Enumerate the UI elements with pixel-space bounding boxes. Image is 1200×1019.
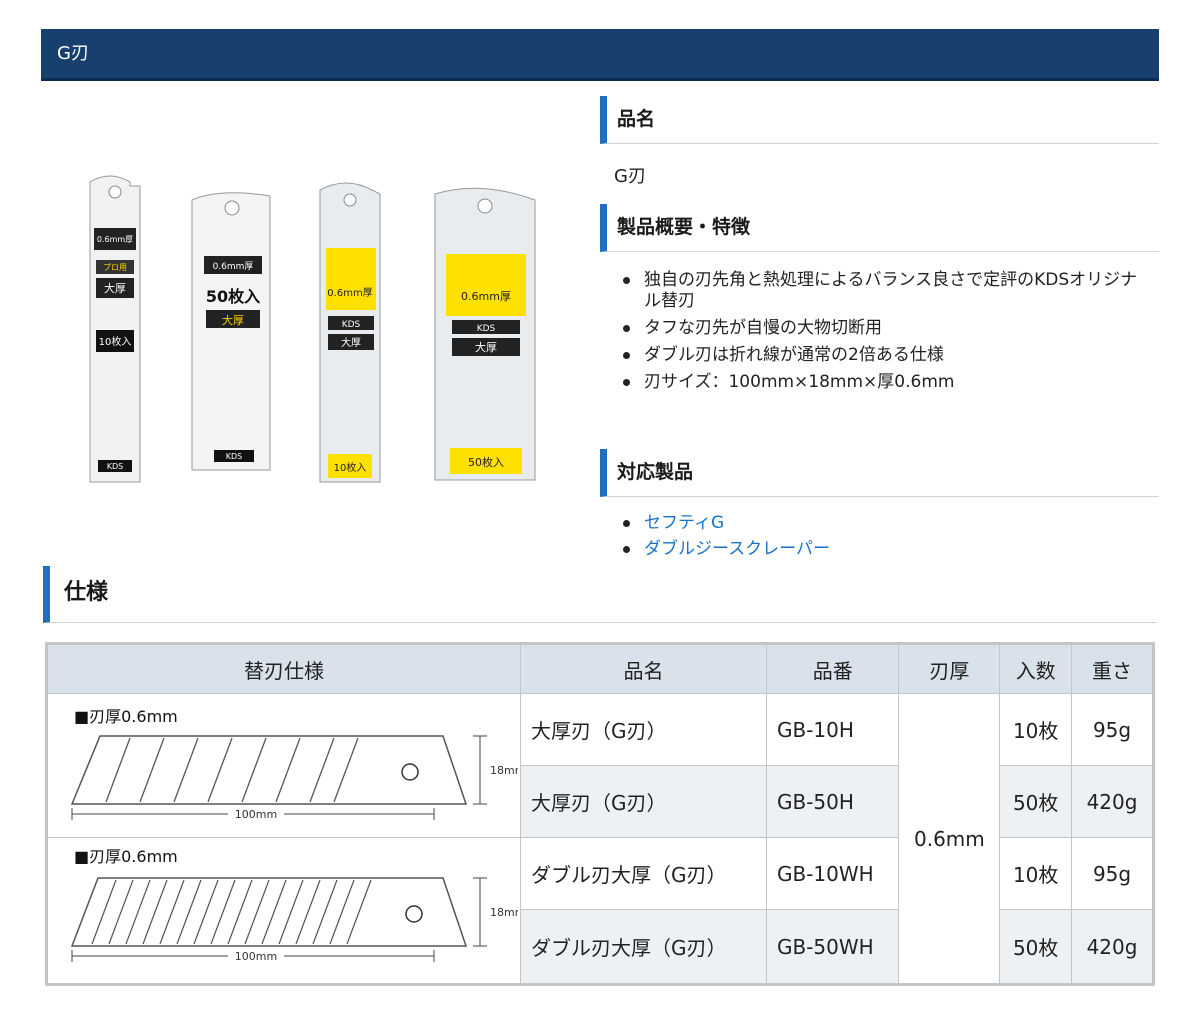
table-header-row: 替刃仕様 品名 品番 刃厚 入数 重さ xyxy=(46,643,1154,694)
compatible-link-safety-g[interactable]: セフティG xyxy=(644,513,725,533)
pack-3-top-text: 0.6mm厚 xyxy=(327,287,372,299)
pack-1-mid-text: プロ用 xyxy=(103,263,127,272)
blade-pack-2: 0.6mm厚 50枚入 大厚 KDS xyxy=(191,192,271,471)
blade-hole xyxy=(405,905,423,923)
weight-cell: 420g xyxy=(1071,909,1154,985)
list-item: セフティG xyxy=(620,513,1150,534)
product-name-cell: 大厚刃（G刃） xyxy=(519,765,767,838)
diagram-length-label: 100mm xyxy=(235,808,277,821)
column-header: 品番 xyxy=(765,643,900,694)
product-code-cell: GB-10WH xyxy=(765,836,900,911)
pack-3-mid-text: KDS xyxy=(342,320,361,330)
diagram-label: ■刃厚0.6mm xyxy=(74,707,178,726)
product-name-heading: 品名 xyxy=(600,96,1159,144)
spec-table: 替刃仕様 品名 品番 刃厚 入数 重さ ■刃厚0.6mm xyxy=(45,642,1155,986)
blade-diagram-double-cell: ■刃厚0.6mm xyxy=(46,837,525,985)
compatible-list: セフティG ダブルジースクレーパー xyxy=(620,513,1150,565)
pack-3-big-text: 大厚 xyxy=(341,336,361,349)
quantity-cell: 10枚 xyxy=(999,836,1073,911)
pack-4-mid-text: KDS xyxy=(477,324,496,334)
column-header: 品名 xyxy=(519,643,767,694)
list-item: 刃サイズ：100mm×18mm×厚0.6mm xyxy=(620,372,1150,393)
pack-2-mid-text: 50枚入 xyxy=(206,287,260,306)
pack-2-brand-text: KDS xyxy=(226,452,242,461)
list-item: ダブル刃は折れ線が通常の2倍ある仕様 xyxy=(620,345,1150,366)
compatible-heading: 対応製品 xyxy=(600,449,1159,497)
features-heading: 製品概要・特徴 xyxy=(600,204,1159,252)
blade-diagram-standard-cell: ■刃厚0.6mm 18mm xyxy=(46,693,525,838)
diagram-length-label: 100mm xyxy=(235,950,277,963)
pack-1-top-text: 0.6mm厚 xyxy=(97,235,133,244)
pack-2-big-text: 大厚 xyxy=(222,313,244,327)
quantity-cell: 10枚 xyxy=(999,693,1073,766)
column-header: 入数 xyxy=(999,643,1073,694)
product-name-cell: ダブル刃大厚（G刃） xyxy=(519,836,767,911)
column-header: 刃厚 xyxy=(898,643,1001,694)
table-row: ダブル刃大厚（G刃） GB-50WH 50枚 420g xyxy=(47,909,1154,985)
product-code-cell: GB-50H xyxy=(765,765,900,838)
product-name-cell: ダブル刃大厚（G刃） xyxy=(519,909,767,985)
list-item: 独自の刃先角と熱処理によるバランス良さで定評のKDSオリジナル替刃 xyxy=(620,270,1150,312)
weight-cell: 420g xyxy=(1071,765,1154,838)
pack-4-count-text: 50枚入 xyxy=(468,455,504,469)
diagram-height-label: 18mm xyxy=(490,764,518,777)
blade-diagram-double: ■刃厚0.6mm xyxy=(70,847,525,963)
weight-cell: 95g xyxy=(1071,836,1154,911)
product-photo: 0.6mm厚 プロ用 大厚 10枚入 KDS 0.6mm厚 50枚入 大厚 KD… xyxy=(89,175,536,483)
blade-thickness-cell: 0.6mm xyxy=(898,693,1001,985)
blade-hole xyxy=(401,763,419,781)
table-row: ■刃厚0.6mm 18mm xyxy=(46,693,1154,985)
product-code-cell: GB-10H xyxy=(765,693,900,766)
pack-3-count-text: 10枚入 xyxy=(334,461,367,474)
quantity-cell: 50枚 xyxy=(999,765,1073,838)
diagram-height-label: 18mm xyxy=(490,906,518,919)
product-name-cell: 大厚刃（G刃） xyxy=(519,693,767,766)
blade-segment-lines xyxy=(105,737,359,803)
column-header: 重さ xyxy=(1071,643,1154,694)
product-code-cell: GB-50WH xyxy=(765,909,900,985)
column-header: 替刃仕様 xyxy=(46,643,521,694)
compatible-link-double-g-scraper[interactable]: ダブルジースクレーパー xyxy=(644,539,830,559)
blade-pack-3: 0.6mm厚 KDS 大厚 10枚入 xyxy=(319,182,381,483)
pack-1-count-text: 10枚入 xyxy=(99,335,132,348)
product-name-value: G刃 xyxy=(614,166,646,187)
pack-4-big-text: 大厚 xyxy=(475,340,497,354)
list-item: タフな刃先が自慢の大物切断用 xyxy=(620,318,1150,339)
pack-1-big-text: 大厚 xyxy=(104,281,126,295)
weight-cell: 95g xyxy=(1071,693,1154,766)
table-row: 大厚刃（G刃） GB-50H 50枚 420g xyxy=(47,765,1154,838)
blade-pack-1: 0.6mm厚 プロ用 大厚 10枚入 KDS xyxy=(89,175,141,483)
table-row: ■刃厚0.6mm xyxy=(46,836,1154,985)
blade-pack-4: 0.6mm厚 KDS 大厚 50枚入 xyxy=(434,187,536,481)
blade-segment-lines xyxy=(91,879,372,945)
diagram-label: ■刃厚0.6mm xyxy=(74,847,178,866)
page-title-bar: G刃 xyxy=(41,29,1159,81)
pack-2-top-text: 0.6mm厚 xyxy=(213,261,254,272)
pack-1-brand-text: KDS xyxy=(107,462,123,471)
spec-heading: 仕様 xyxy=(43,566,1157,623)
pack-4-top-text: 0.6mm厚 xyxy=(461,290,511,303)
blade-diagram-standard: ■刃厚0.6mm 18mm xyxy=(70,707,525,821)
page-title: G刃 xyxy=(57,43,89,64)
features-list: 独自の刃先角と熱処理によるバランス良さで定評のKDSオリジナル替刃 タフな刃先が… xyxy=(620,270,1150,399)
quantity-cell: 50枚 xyxy=(999,909,1073,985)
list-item: ダブルジースクレーパー xyxy=(620,539,1150,560)
